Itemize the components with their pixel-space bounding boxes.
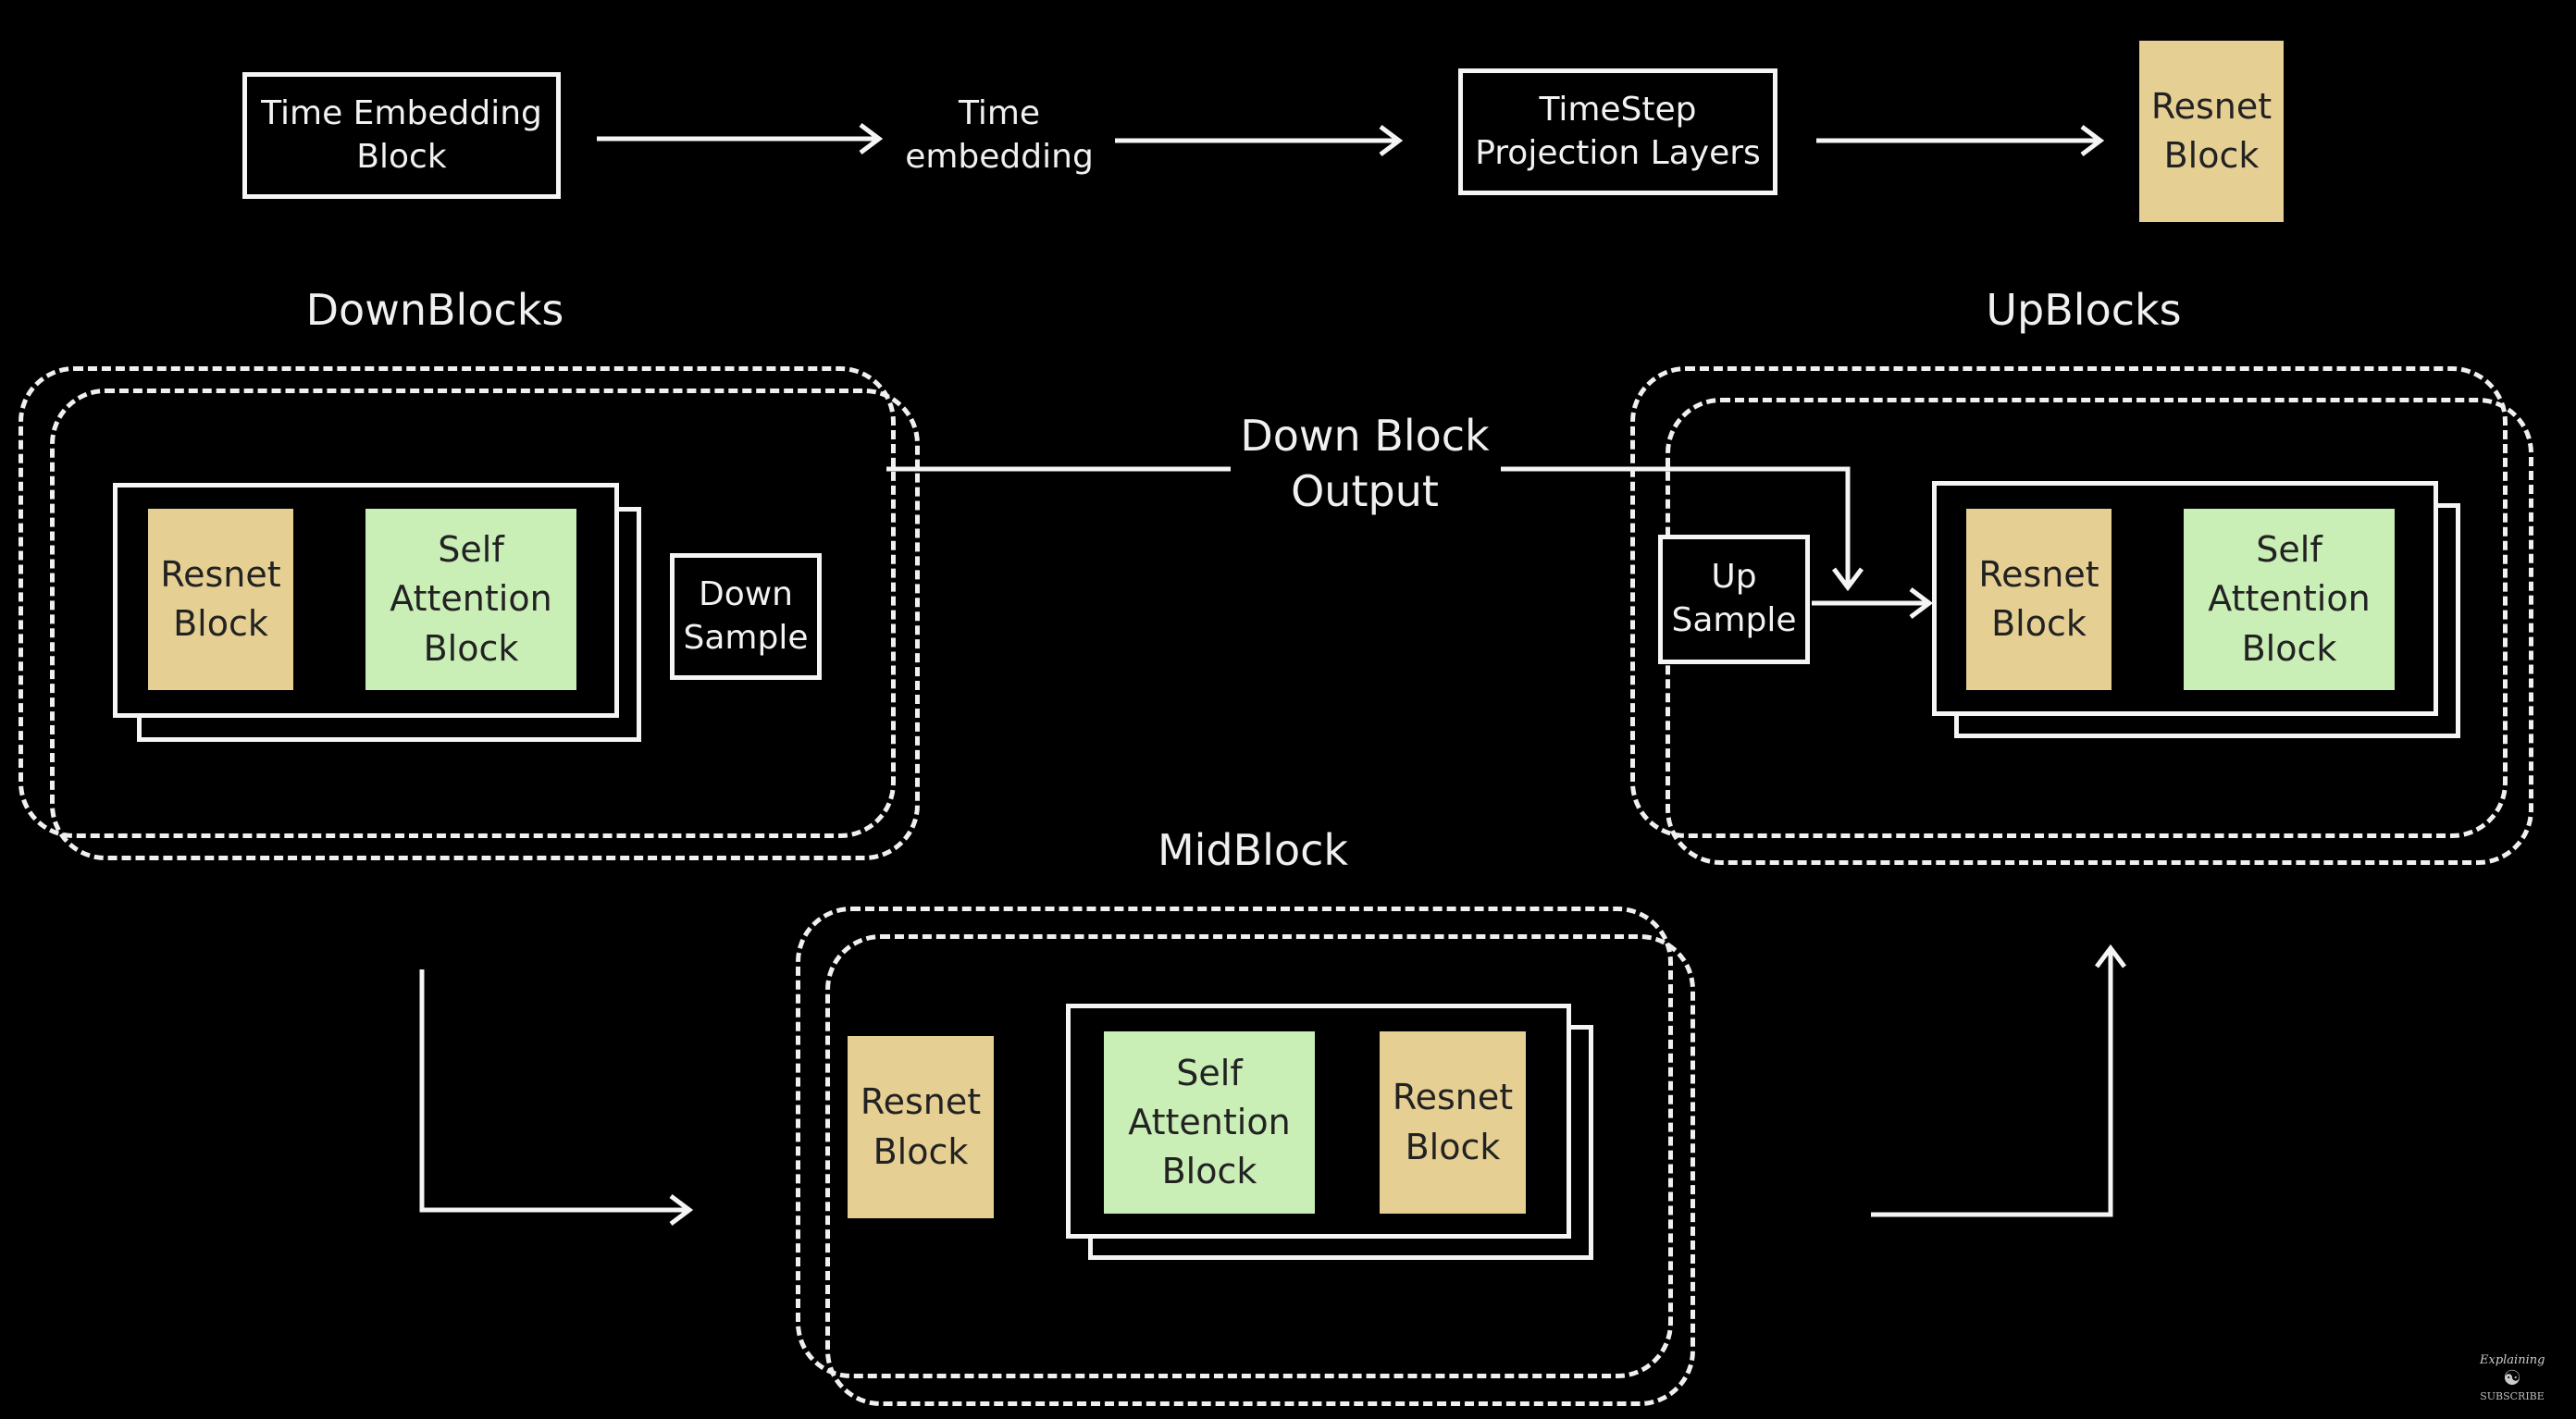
arrow-mid-to-up [1871,948,2113,1217]
down-self-attention-block: Self Attention Block [365,509,576,690]
mid-block-container-shadow [825,934,1695,1406]
up-self-attention-block: Self Attention Block [2184,509,2395,690]
arrowhead-1 [859,123,884,154]
down-sample-box: Down Sample [670,553,822,680]
mid-block-container [796,907,1673,1378]
mid-resnet-block-1: Resnet Block [848,1036,994,1218]
down-sample-label: Down Sample [683,574,809,657]
up-blocks-title: UpBlocks [1986,285,2182,335]
down-blocks-container [19,366,896,838]
up-sample-label: Up Sample [1671,558,1797,639]
arrow-down-to-mid [419,969,689,1213]
channel-logo-icon: ☯ [2503,1367,2521,1390]
mid-resnet-block-2: Resnet Block [1380,1031,1526,1214]
subscribe-label: SUBSCRIBE [2480,1390,2545,1402]
time-embedding-label: Time embedding [905,94,1094,176]
top-resnet-block: Resnet Block [2139,41,2284,222]
down-resnet-block: Resnet Block [148,509,293,690]
up-blocks-container [1630,366,2508,838]
arrowhead-2 [1379,125,1404,156]
arrowhead-down-to-mid [669,1194,694,1226]
down-block-output-label: Down Block Output [1240,411,1490,516]
down-blocks-container-shadow [50,389,920,860]
arrowhead-3 [2080,125,2105,156]
time-embedding-block: Time Embedding Block [242,72,561,199]
down-blocks-title: DownBlocks [305,285,564,335]
timestep-projection-layers-box: TimeStep Projection Layers [1458,68,1777,195]
timestep-projection-layers-label: TimeStep Projection Layers [1475,90,1761,172]
up-sample-box: Up Sample [1658,535,1810,664]
time-embedding-block-label: Time Embedding Block [261,93,542,176]
mid-self-attention-block: Self Attention Block [1104,1031,1315,1214]
arrowhead-skip-down [1832,567,1864,592]
channel-logo[interactable]: Explaining ☯ SUBSCRIBE [2480,1353,2545,1402]
arrowhead-upsample [1909,587,1934,619]
mid-block-title: MidBlock [1157,825,1349,875]
channel-logo-text: Explaining [2480,1353,2545,1367]
skip-line-right [1501,466,1851,587]
arrowhead-mid-to-up [2095,944,2126,969]
up-resnet-block: Resnet Block [1966,509,2112,690]
